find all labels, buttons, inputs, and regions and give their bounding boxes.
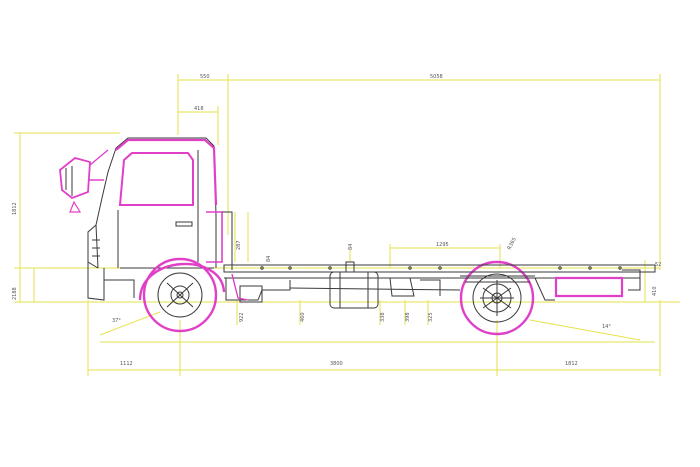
dim-small-d: 922 — [239, 312, 245, 322]
dim-overall-right: 5058 — [430, 74, 443, 80]
dim-left-a: 2188 — [12, 287, 18, 300]
dim-rear-height: 410 — [652, 286, 658, 296]
dim-rear-note: R365 — [506, 237, 517, 251]
dim-small-e: 460 — [300, 312, 306, 322]
dim-front-top: 550 — [200, 74, 210, 80]
frame — [223, 261, 656, 309]
cab — [59, 137, 233, 301]
dim-small-c: 84 — [348, 244, 354, 250]
dim-small-f: 338 — [380, 312, 386, 322]
dimension-labels: 550 5058 418 1112 3800 1812 1295 37° 14°… — [12, 74, 661, 367]
dim-rear-overhang: 1812 — [565, 361, 578, 367]
dimension-lines — [14, 74, 680, 376]
dim-small-h: 325 — [428, 312, 434, 322]
dim-wheelbase: 3800 — [330, 361, 343, 367]
dim-small-b: 84 — [266, 256, 272, 262]
dim-angle-front: 37° — [112, 318, 121, 324]
dim-small-a: 287 — [236, 240, 242, 250]
dim-right-a: 52 — [655, 262, 661, 268]
dim-overall-height: 1812 — [12, 202, 18, 215]
rear-wheel — [459, 260, 535, 336]
dim-small-g: 398 — [405, 312, 411, 322]
dim-cab-depth: 418 — [194, 106, 204, 112]
front-wheel — [138, 257, 226, 333]
dim-tank-spacing: 1295 — [436, 242, 449, 248]
dim-front-overhang: 1112 — [120, 361, 133, 367]
dim-angle-rear: 14° — [602, 324, 611, 330]
